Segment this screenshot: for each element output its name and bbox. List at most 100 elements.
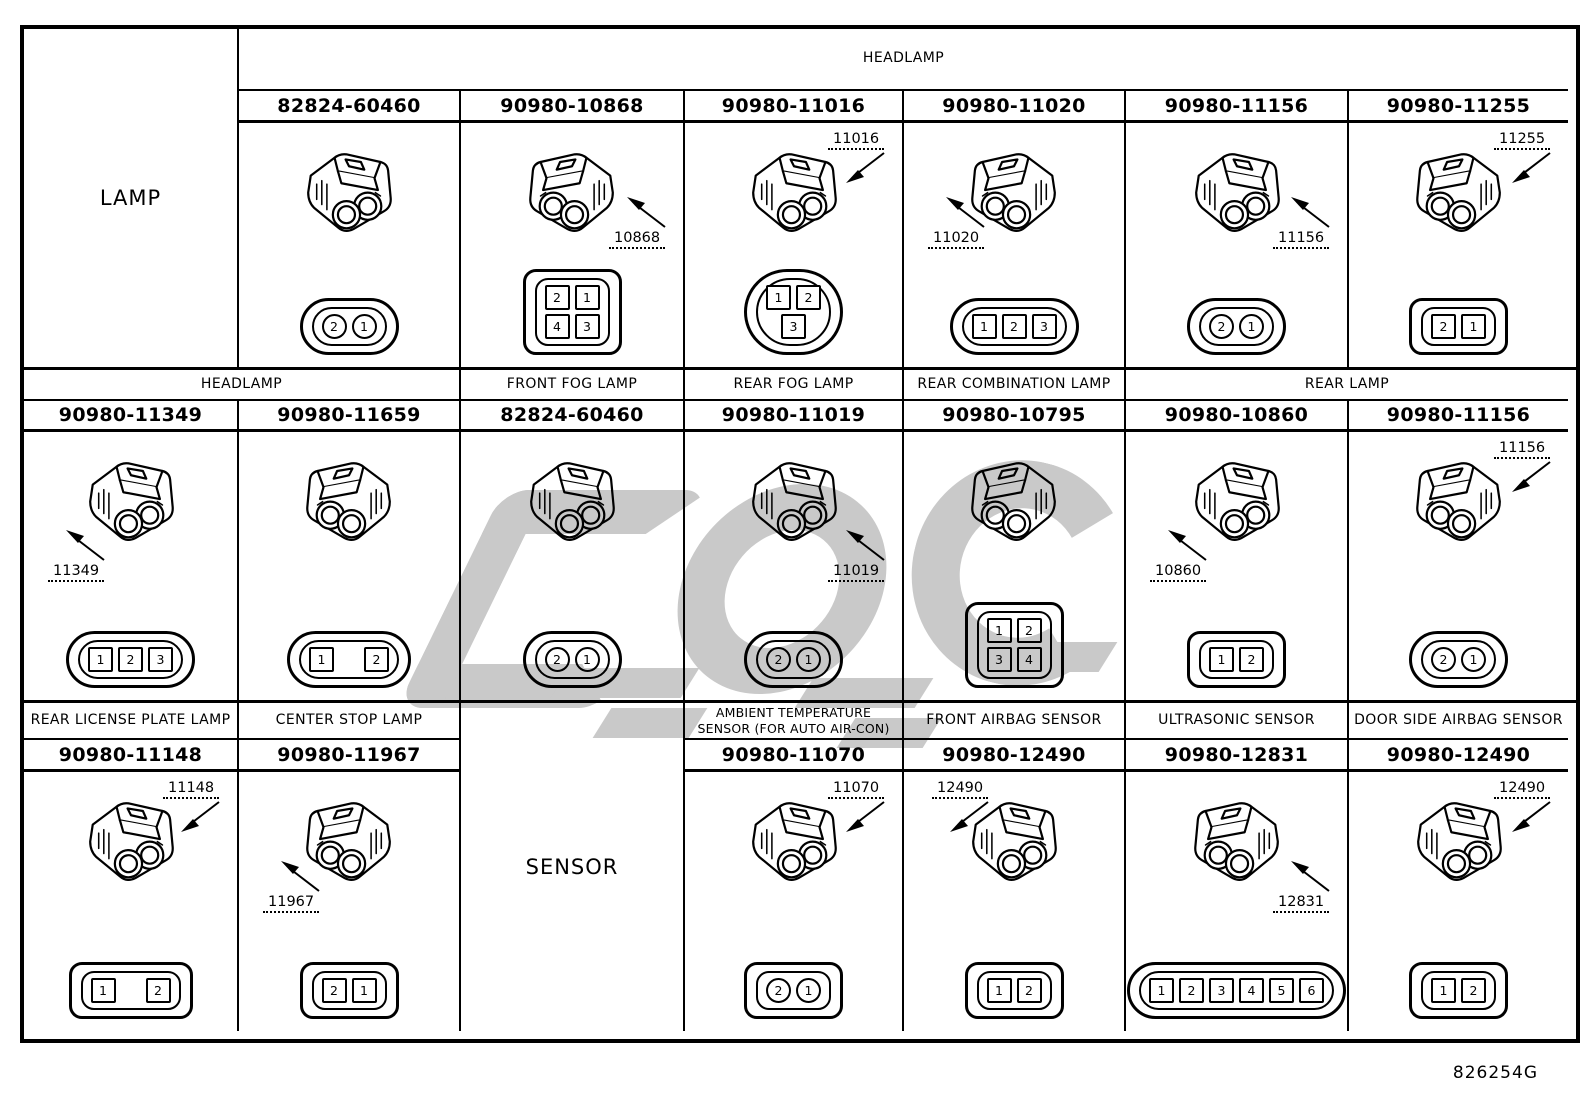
pin-number: 2 xyxy=(1016,618,1042,643)
connector-art-svg xyxy=(1193,802,1279,882)
pin-number: 4 xyxy=(544,314,570,339)
connector-illustration xyxy=(275,145,423,247)
pin-number: 2 xyxy=(321,314,347,339)
pin-number: 2 xyxy=(1001,314,1027,339)
connector-illustration xyxy=(940,794,1088,896)
pin-number: 1 xyxy=(796,978,821,1003)
connector-illustration xyxy=(1163,454,1311,556)
part-number: 82824-60460 xyxy=(239,91,461,123)
pin-number: 2 xyxy=(118,647,143,672)
part-number: 90980-11967 xyxy=(239,740,461,772)
group-header: REAR FOG LAMP xyxy=(685,370,904,401)
part-number: 90980-11156 xyxy=(1349,401,1568,432)
pin-number: 1 xyxy=(766,285,791,310)
connector-art-svg xyxy=(529,153,614,233)
pin-number: 2 xyxy=(1016,978,1042,1003)
band-sensor: REAR LICENSE PLATE LAMP CENTER STOP LAMP… xyxy=(24,700,1576,1031)
pin-number: 1 xyxy=(1461,647,1486,672)
part-number: 90980-11349 xyxy=(24,401,239,432)
pin-number: 1 xyxy=(1431,978,1456,1003)
pin-number: 2 xyxy=(1461,978,1486,1003)
connector-art-svg xyxy=(1194,462,1280,542)
pin-number: 2 xyxy=(1431,647,1456,672)
connector-illustration xyxy=(498,454,646,556)
part-number: 90980-11070 xyxy=(685,740,904,772)
group-header-headlamp: HEADLAMP xyxy=(239,29,1568,91)
connector-art-svg xyxy=(971,153,1056,233)
part-number: 90980-12831 xyxy=(1126,740,1349,772)
pin-number: 3 xyxy=(986,647,1012,672)
connector-art-svg xyxy=(1416,802,1502,882)
pin-number: 1 xyxy=(574,647,600,672)
pin-number: 2 xyxy=(544,285,570,310)
part-number: 90980-11659 xyxy=(239,401,461,432)
pin-number: 2 xyxy=(145,978,171,1003)
connector-art-svg xyxy=(1415,153,1501,233)
pin-number: 1 xyxy=(986,618,1012,643)
pin-number: 1 xyxy=(351,314,377,339)
group-header: ULTRASONIC SENSOR xyxy=(1126,703,1349,740)
pin-number: 1 xyxy=(986,978,1012,1003)
connector-art-svg xyxy=(530,462,615,542)
part-number: 90980-11255 xyxy=(1349,91,1568,123)
pin-number: 1 xyxy=(351,978,377,1003)
diagram-frame: LAMP HEADLAMP 82824-60460 90980-10868 90… xyxy=(20,25,1580,1043)
connector-art-svg xyxy=(751,802,837,882)
connector-illustration xyxy=(1385,145,1533,247)
group-header: CENTER STOP LAMP xyxy=(239,703,461,740)
pin-number: 2 xyxy=(1431,314,1456,339)
connector-art-svg xyxy=(1415,462,1501,542)
group-header: AMBIENT TEMPERATURE SENSOR (FOR AUTO AIR… xyxy=(685,703,904,740)
pin-number: 3 xyxy=(148,647,173,672)
part-number: 90980-12490 xyxy=(1349,740,1568,772)
part-number: 82824-60460 xyxy=(461,401,685,432)
group-header: REAR LAMP xyxy=(1126,370,1568,401)
pin-number: 1 xyxy=(1239,314,1264,339)
part-number: 90980-12490 xyxy=(904,740,1126,772)
connector-illustration xyxy=(1385,454,1533,556)
pin-number: 2 xyxy=(1239,647,1264,672)
pin-number: 2 xyxy=(364,647,389,672)
pin-number: 1 xyxy=(309,647,334,672)
group-header: REAR LICENSE PLATE LAMP xyxy=(24,703,239,740)
part-number: 90980-11016 xyxy=(685,91,904,123)
connector-art-svg xyxy=(307,153,392,233)
part-number: 90980-10868 xyxy=(461,91,685,123)
connector-illustration xyxy=(940,145,1088,247)
connector-illustration xyxy=(940,454,1088,556)
pin-number: 4 xyxy=(1239,978,1264,1003)
pin-number: 1 xyxy=(1149,978,1174,1003)
connector-illustration xyxy=(720,794,868,896)
connector-illustration xyxy=(1163,145,1311,247)
